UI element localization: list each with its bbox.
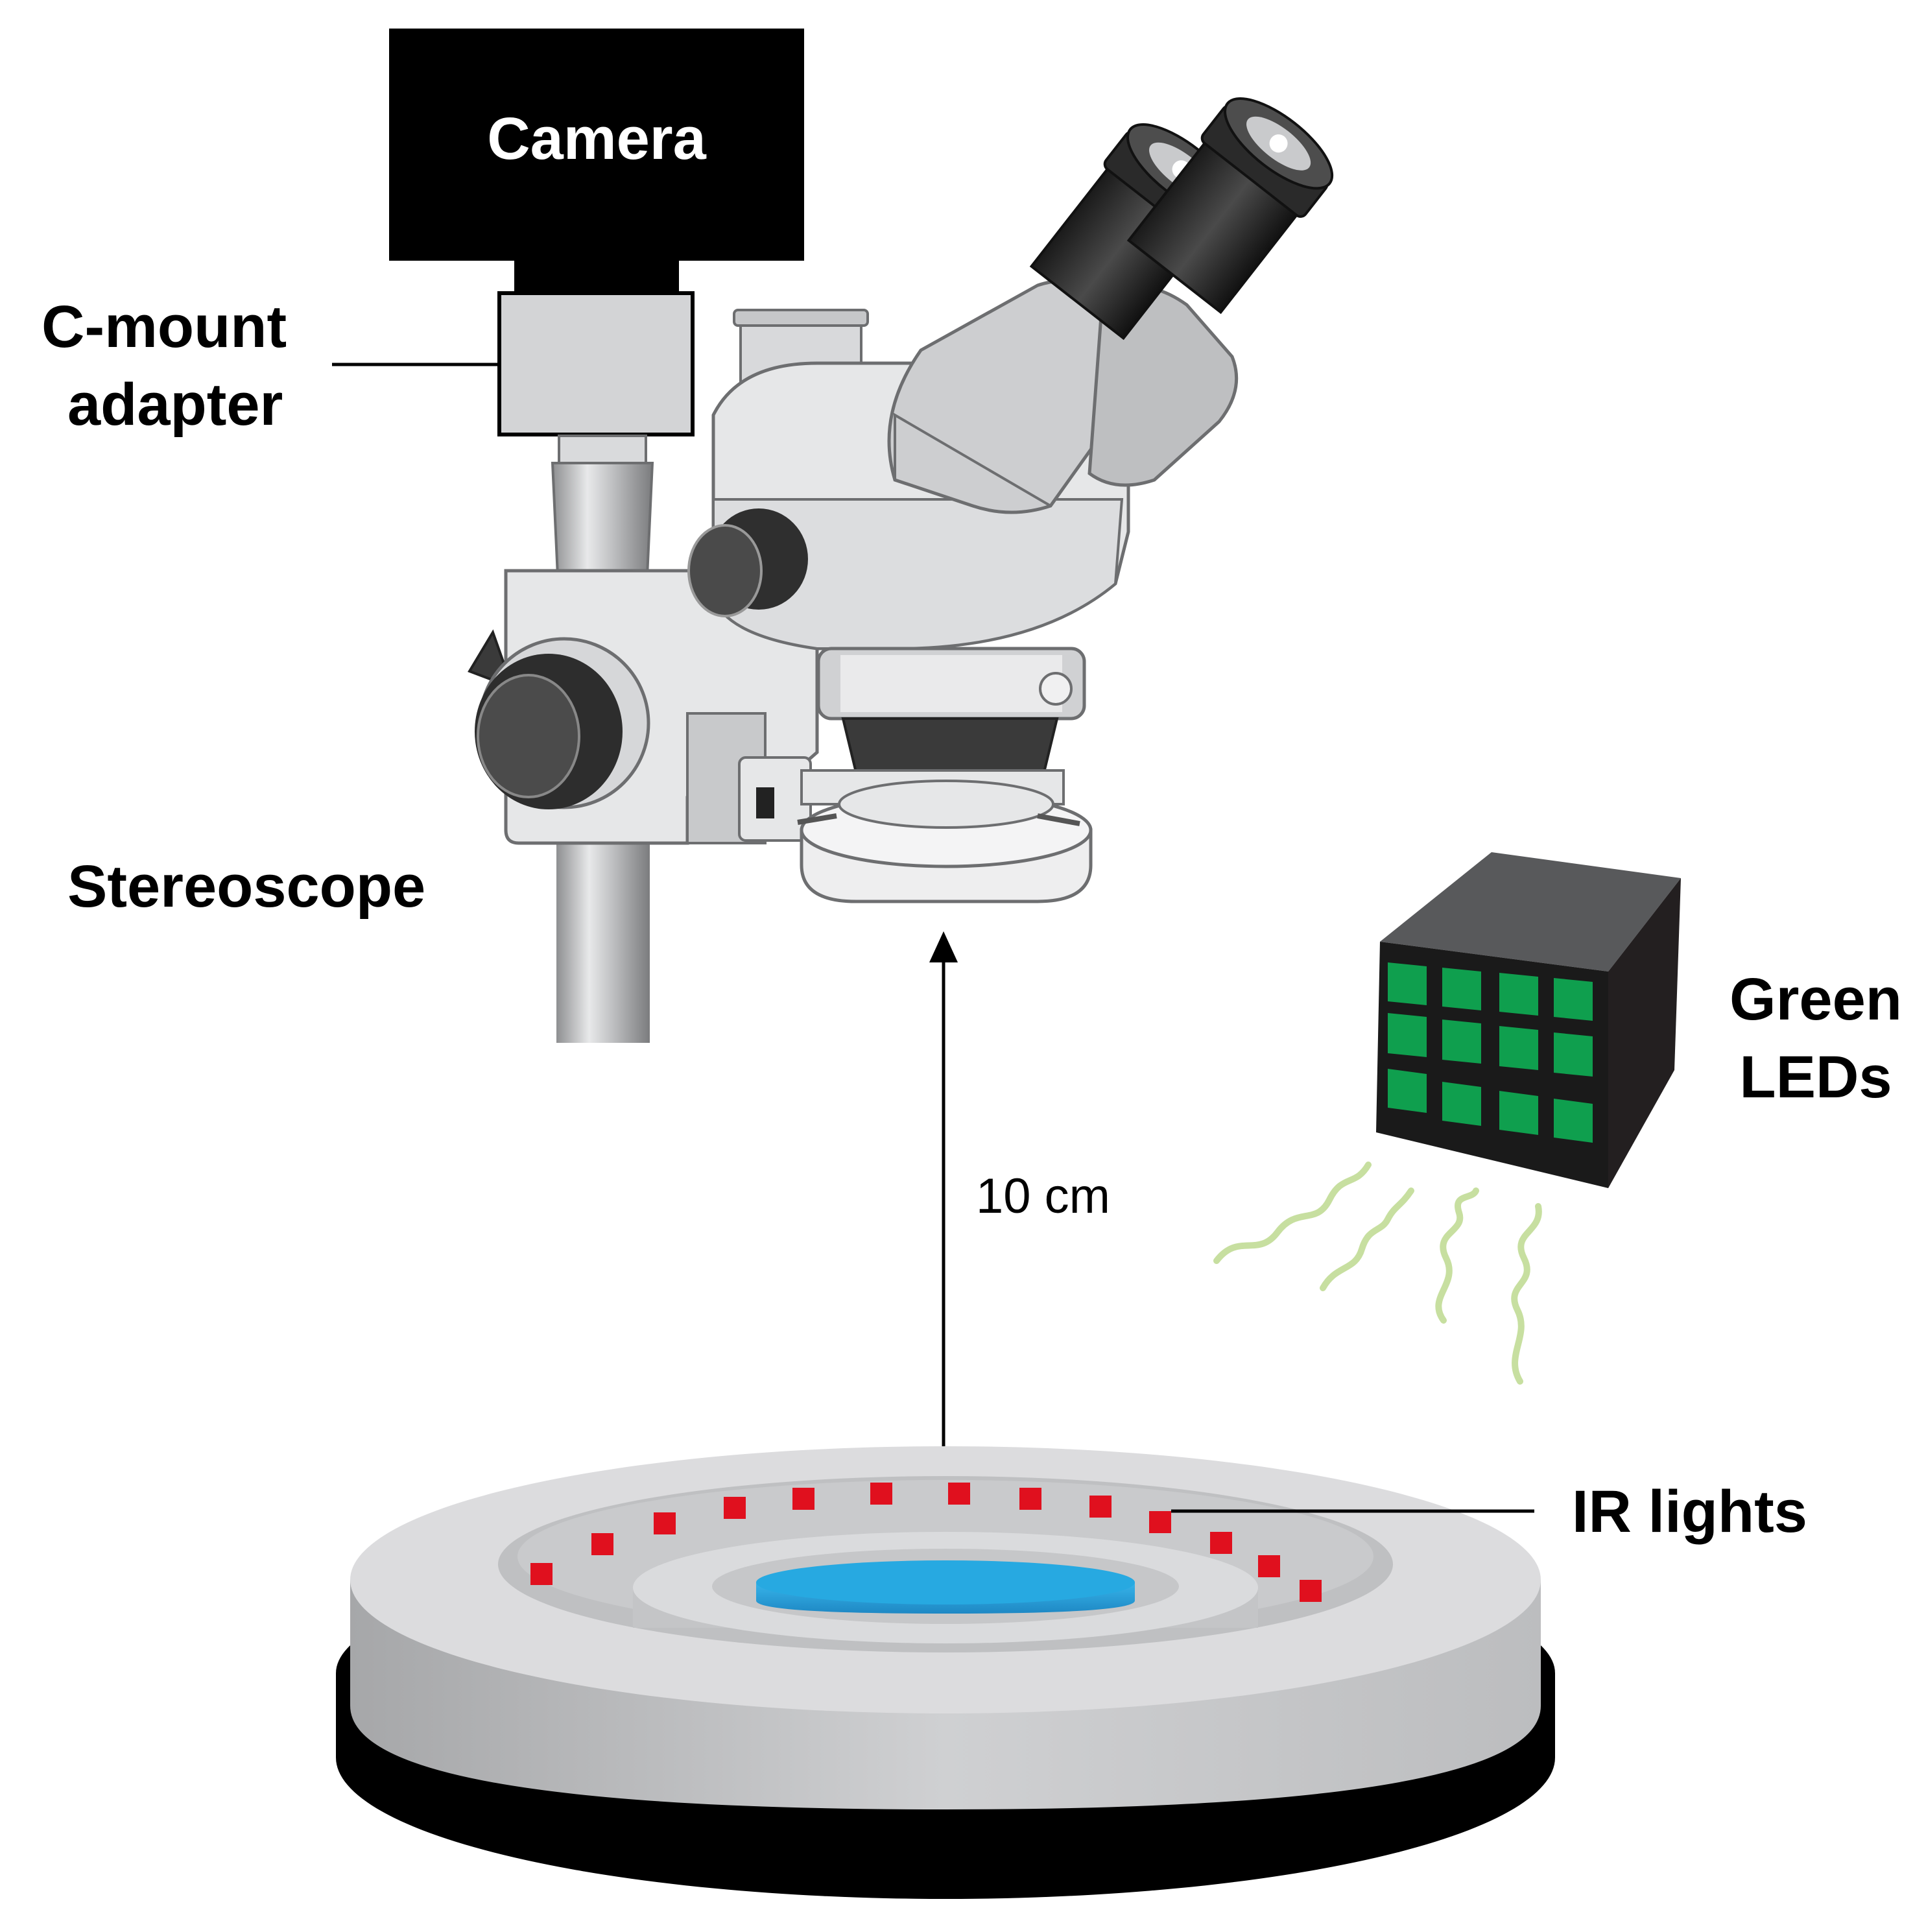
- petri-dish: [756, 1560, 1135, 1614]
- c-mount-label-line1: C-mount: [42, 294, 287, 360]
- ir-light: [870, 1483, 892, 1505]
- camera-label: Camera: [487, 106, 706, 172]
- c-mount-label-line2: adapter: [67, 372, 283, 438]
- ir-light: [1300, 1580, 1322, 1602]
- ir-light: [792, 1488, 814, 1510]
- focus-knob-icon: [468, 629, 650, 809]
- ir-light: [1089, 1496, 1112, 1518]
- objective-tube: [551, 435, 654, 577]
- binocular-eyepiece-icon: [1029, 97, 1334, 340]
- led-grid: [1388, 962, 1593, 1143]
- ring-light: [738, 756, 1093, 903]
- adapter-block: [497, 291, 695, 436]
- stereoscope: Stereoscope: [67, 97, 1334, 920]
- ir-lights-label: IR lights: [1572, 1479, 1807, 1545]
- ir-lights: [530, 1483, 1322, 1602]
- led-box-front: [1376, 942, 1608, 1188]
- led-box-side: [1608, 878, 1681, 1188]
- stereoscope-label: Stereoscope: [67, 853, 425, 920]
- ir-light: [724, 1497, 746, 1519]
- distance-indicator: 10 cm: [929, 931, 1110, 1564]
- camera-body: [389, 29, 804, 261]
- camera-neck: [514, 259, 679, 294]
- arrow-up-icon: [929, 931, 958, 962]
- stage-base: [336, 1446, 1555, 1899]
- green-leds-label-line1: Green: [1730, 966, 1902, 1032]
- binocular-head: [887, 279, 1239, 514]
- ir-light: [1210, 1532, 1232, 1554]
- ir-light: [1019, 1488, 1041, 1510]
- ir-light: [654, 1512, 676, 1534]
- distance-label: 10 cm: [976, 1169, 1110, 1224]
- ir-light: [948, 1483, 970, 1505]
- c-mount-adapter: C-mount adapter: [42, 291, 695, 438]
- led-box-top: [1380, 852, 1681, 972]
- ir-light: [530, 1563, 553, 1585]
- zoom-knob-icon: [687, 508, 808, 617]
- ir-light: [591, 1533, 613, 1555]
- light-waves: [1213, 1162, 1542, 1385]
- green-leds-label-line2: LEDs: [1739, 1044, 1892, 1110]
- green-led-box: Green LEDs: [1376, 852, 1902, 1188]
- camera: Camera: [389, 29, 804, 294]
- ir-light: [1258, 1555, 1280, 1577]
- ir-light: [1149, 1511, 1171, 1533]
